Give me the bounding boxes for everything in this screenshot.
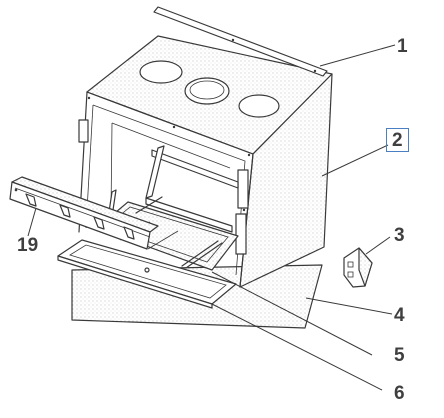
leader-5 — [211, 271, 373, 356]
callout-19: 19 — [17, 235, 39, 256]
ash-pan — [57, 239, 237, 309]
leader-6 — [211, 303, 383, 391]
flue-opening-center — [184, 77, 230, 105]
leader-1 — [319, 44, 396, 67]
callout-1: 1 — [397, 36, 408, 57]
leader-lines — [27, 44, 396, 391]
flue-opening-right — [238, 94, 280, 118]
callout-4: 4 — [394, 305, 405, 326]
callout-5: 5 — [394, 345, 405, 366]
log-retainer — [9, 176, 159, 250]
leader-4 — [305, 297, 393, 315]
firebox-body — [78, 35, 333, 288]
top-trim-strip — [153, 6, 328, 77]
callout-2: 2 — [386, 128, 409, 152]
callout-6: 6 — [394, 383, 405, 404]
callout-3: 3 — [394, 225, 405, 246]
leader-2 — [321, 144, 389, 177]
leader-19 — [27, 207, 37, 237]
flue-opening-left — [139, 60, 183, 84]
leader-3 — [365, 236, 391, 255]
small-bracket — [343, 247, 373, 288]
